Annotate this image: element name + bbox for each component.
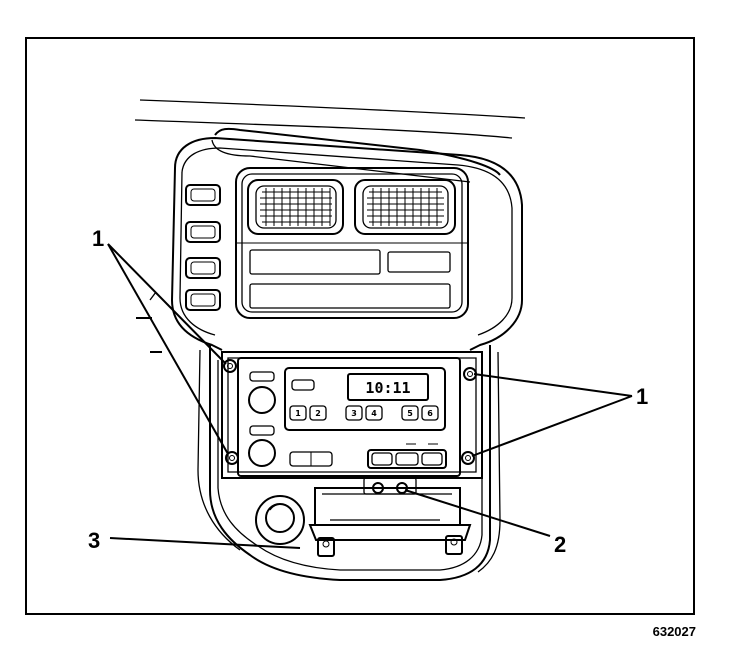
clock-display-text: 10:11 (365, 379, 410, 397)
preset-label-4: 4 (371, 409, 377, 418)
callout-label-left-fasteners: 1 (92, 226, 104, 251)
leader-lines (107, 243, 633, 549)
tune-knob (248, 439, 276, 467)
callout-label-lower-bracket: 3 (88, 528, 100, 553)
mount-screw-top-left (223, 359, 237, 373)
dashboard-edge (134, 99, 526, 183)
preset-buttons (289, 405, 439, 421)
preset-label-2: 2 (315, 409, 321, 418)
preset-label-1: 1 (295, 409, 301, 418)
radio-unit (237, 357, 461, 477)
bracket-screw-right (396, 482, 408, 494)
bracket-screw-left (372, 482, 384, 494)
volume-knob (248, 386, 276, 414)
callout-label-right-fasteners: 1 (636, 384, 648, 409)
hazard-switch-column (185, 184, 221, 311)
right-air-vent (354, 179, 456, 235)
left-air-vent (247, 179, 344, 235)
mount-screw-bottom-right (461, 451, 475, 465)
diagram-frame (25, 37, 695, 615)
lower-console (255, 477, 472, 557)
callout-label-bracket-fastener: 2 (554, 532, 566, 557)
preset-label-3: 3 (351, 409, 357, 418)
clock-display (347, 373, 429, 401)
preset-button-labels: 1 2 3 4 5 6 (295, 409, 433, 418)
radio-lower-bracket (308, 524, 472, 557)
preset-label-6: 6 (427, 409, 433, 418)
figure-id: 632027 (652, 624, 696, 639)
console-knob-outer (255, 495, 305, 545)
air-vent-housing (235, 167, 469, 319)
preset-label-5: 5 (407, 409, 413, 418)
